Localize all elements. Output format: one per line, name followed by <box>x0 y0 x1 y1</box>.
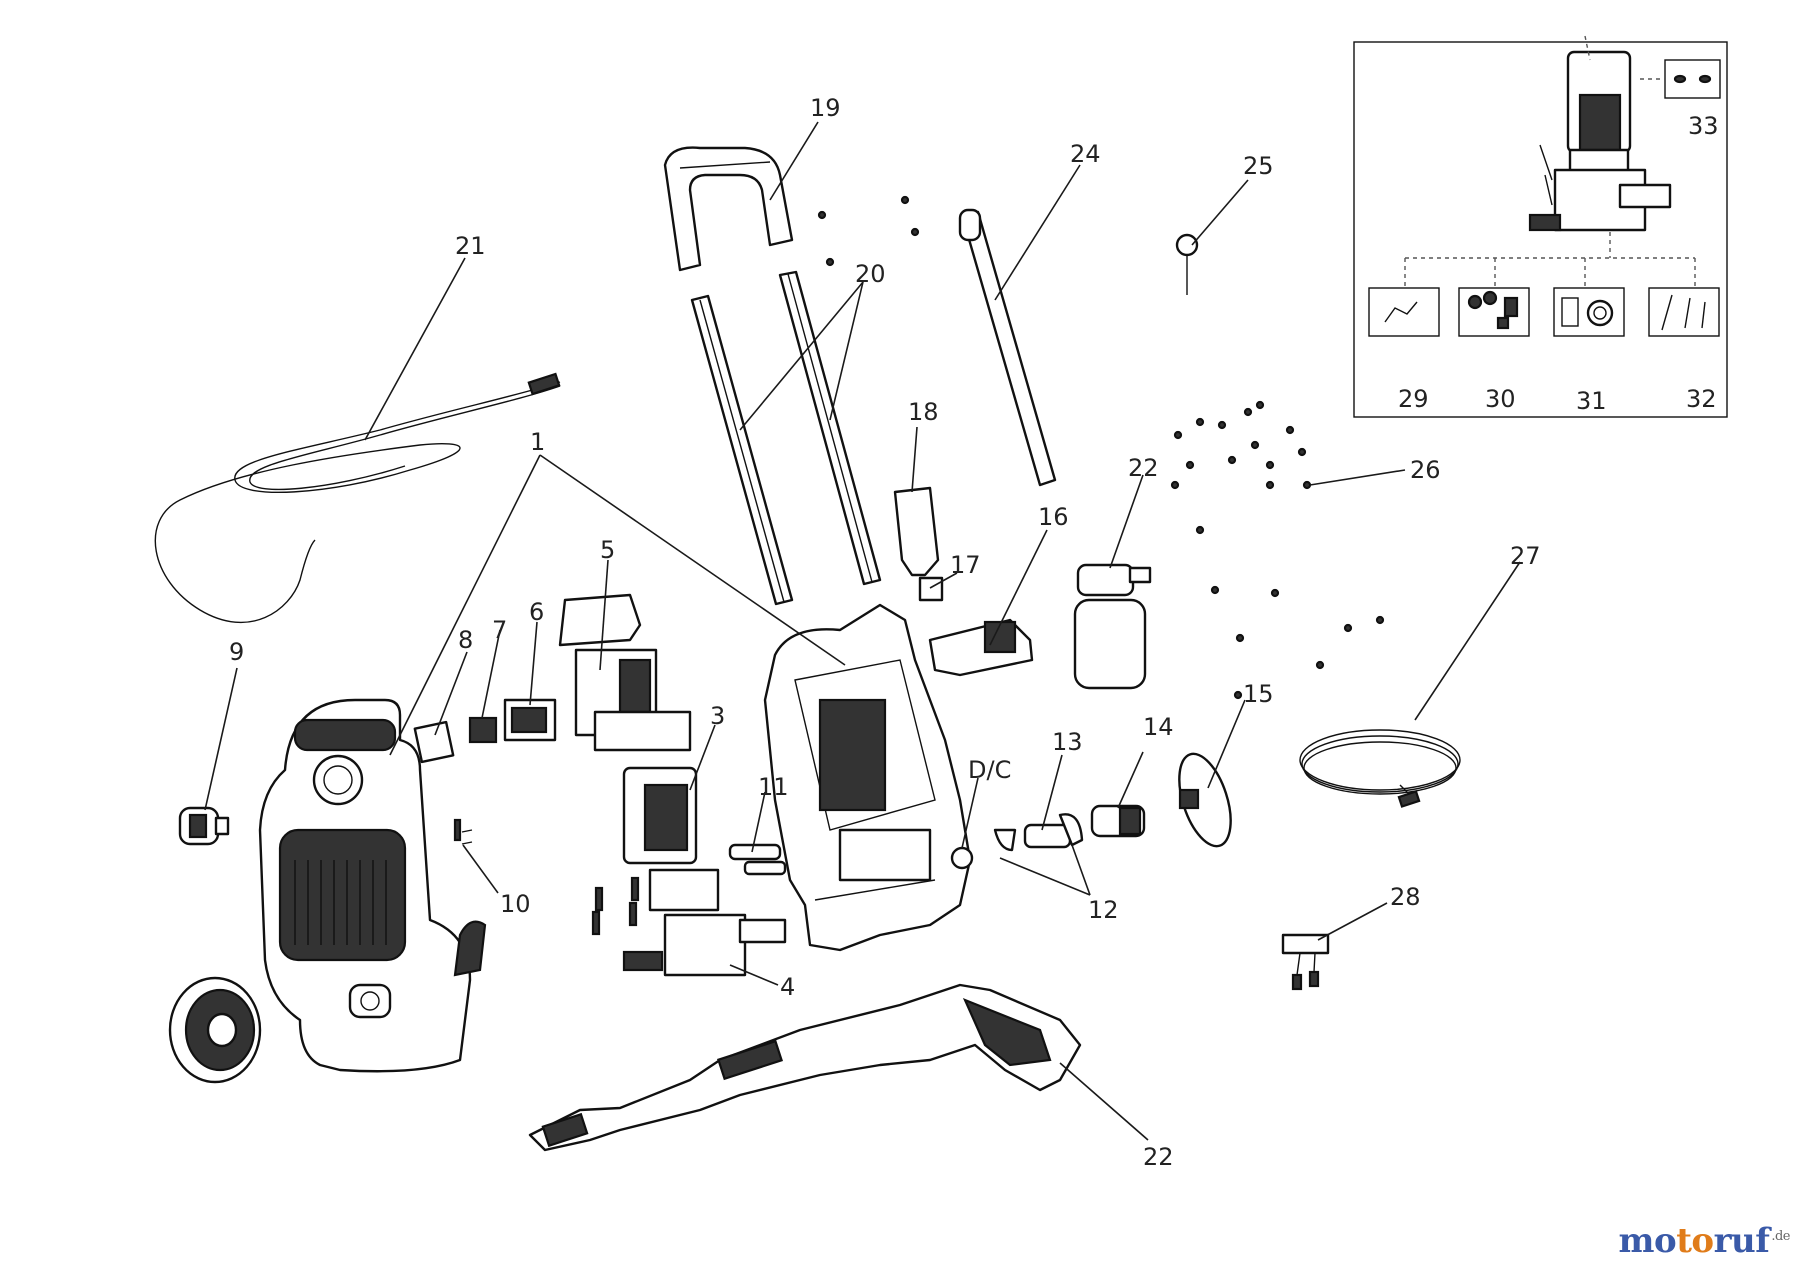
callout-10: 10 <box>500 890 531 918</box>
screws-26-drawing <box>1170 400 1385 700</box>
callout-32: 32 <box>1686 385 1717 413</box>
wheel-drawing <box>168 976 262 1084</box>
callout-4: 4 <box>780 973 795 1001</box>
connector-28-drawing <box>1281 933 1330 991</box>
handle-drawing <box>663 146 794 272</box>
inset-box <box>1353 35 1728 418</box>
watermark-part1: mo <box>1618 1221 1677 1261</box>
callout-14: 14 <box>1143 713 1174 741</box>
callout-27: 27 <box>1510 542 1541 570</box>
rod-drawing <box>958 208 1057 487</box>
callout-8: 8 <box>458 626 473 654</box>
adapter-11-drawing <box>728 843 787 876</box>
callout-5: 5 <box>600 536 615 564</box>
callout-6: 6 <box>529 598 544 626</box>
detergent-bottle-drawing <box>1073 563 1152 690</box>
tubes-drawing <box>690 270 882 606</box>
callout-24: 24 <box>1070 140 1101 168</box>
callout-1: 1 <box>530 428 545 456</box>
callout-15: 15 <box>1243 680 1274 708</box>
callout-13: 13 <box>1052 728 1083 756</box>
chassis-frame-drawing <box>763 603 974 952</box>
switch-parts-drawing <box>413 698 557 845</box>
callout-28: 28 <box>1390 883 1421 911</box>
callout-33: 33 <box>1688 112 1719 140</box>
callout-3: 3 <box>710 702 725 730</box>
fittings-drawing <box>993 752 1232 852</box>
coiled-hose-drawing <box>1299 729 1461 808</box>
knob-drawing <box>178 806 230 846</box>
callout-30: 30 <box>1485 385 1516 413</box>
spray-gun-drawing <box>528 983 1082 1152</box>
callout-labels: 1 3 4 5 6 7 8 9 10 11 12 13 14 15 16 17 … <box>229 94 1719 1171</box>
callout-18: 18 <box>908 398 939 426</box>
pin-drawing <box>1175 233 1199 295</box>
callout-20: 20 <box>855 260 886 288</box>
inset-pump-drawing <box>1528 35 1672 232</box>
leader-lines <box>204 121 1521 1141</box>
callout-9: 9 <box>229 638 244 666</box>
motoruf-watermark: motoruf.de <box>1618 1221 1791 1261</box>
callout-31: 31 <box>1576 387 1607 415</box>
callout-17: 17 <box>950 551 981 579</box>
callout-22-bottle: 22 <box>1128 454 1159 482</box>
callout-29: 29 <box>1398 385 1429 413</box>
callout-25: 25 <box>1243 152 1274 180</box>
high-pressure-hose-drawing <box>154 372 561 623</box>
nozzle-18-drawing <box>893 486 944 602</box>
callout-22-gun: 22 <box>1143 1143 1174 1171</box>
housing-drawing <box>258 698 487 1073</box>
callout-26: 26 <box>1410 456 1441 484</box>
callout-19: 19 <box>810 94 841 122</box>
motor-cover-drawing <box>558 593 692 752</box>
callout-11: 11 <box>758 773 789 801</box>
callout-16: 16 <box>1038 503 1069 531</box>
callout-7: 7 <box>492 616 507 644</box>
screws-20 <box>817 195 920 267</box>
watermark-suffix: .de <box>1771 1228 1790 1244</box>
motor-pump-drawing <box>591 766 787 977</box>
callout-dc: D/C <box>968 756 1011 784</box>
callout-12: 12 <box>1088 896 1119 924</box>
cover-16-drawing <box>928 618 1034 677</box>
watermark-part3: ruf <box>1713 1221 1770 1261</box>
watermark-part2: to <box>1676 1221 1714 1261</box>
callout-21: 21 <box>455 232 486 260</box>
